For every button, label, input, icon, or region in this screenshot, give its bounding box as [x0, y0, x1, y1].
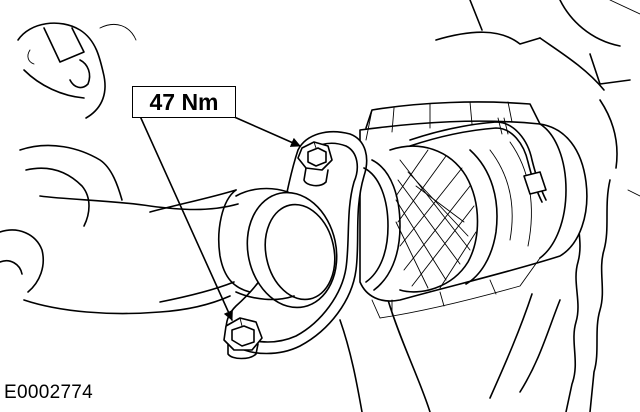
figure-id: E0002774	[4, 382, 94, 403]
heat-shield-mesh	[390, 142, 531, 292]
upper-flange-nut-icon	[298, 142, 332, 186]
pipe-end-opening	[236, 160, 400, 316]
exhaust-downpipe	[150, 190, 250, 302]
torque-callout: 47 Nm	[132, 86, 236, 118]
torque-value: 47 Nm	[149, 88, 219, 115]
leader-arrow-lower	[140, 116, 233, 321]
leader-arrow-upper	[232, 116, 301, 147]
left-hose-lines	[0, 145, 238, 313]
upper-left-bracket	[18, 23, 136, 118]
lower-flange-nut-icon	[224, 318, 262, 359]
sensor-wire	[410, 118, 546, 202]
catalytic-converter-body	[360, 102, 587, 318]
torque-leader-arrows	[140, 116, 301, 321]
